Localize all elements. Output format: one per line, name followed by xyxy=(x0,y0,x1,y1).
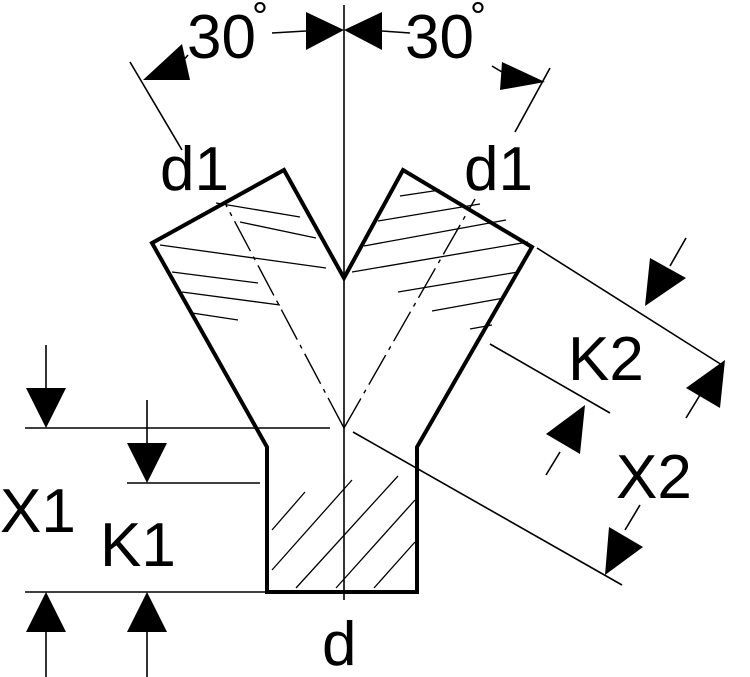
angle-arrows xyxy=(143,12,545,90)
k2-label: K2 xyxy=(568,325,644,394)
branch-left-label: d1 xyxy=(160,135,229,204)
angle-left-label: 30 xyxy=(187,3,256,72)
angle-extension-left xyxy=(129,61,183,151)
fitting-outline xyxy=(149,167,535,594)
k1-label: K1 xyxy=(100,511,176,580)
x1-k1-dimensions xyxy=(25,345,330,677)
center-line-right-branch xyxy=(343,198,476,429)
center-line-left-branch xyxy=(225,204,345,429)
angle-right-degree: ° xyxy=(470,0,486,39)
main-diameter-label: d xyxy=(322,610,356,677)
angle-extension-right xyxy=(514,67,551,133)
x1-label: X1 xyxy=(0,477,76,546)
branch-right-label: d1 xyxy=(464,135,533,204)
section-hatching xyxy=(159,189,529,589)
x2-label: X2 xyxy=(616,443,692,512)
k2-x2-dimensions xyxy=(352,237,725,586)
angle-right-label: 30 xyxy=(405,3,474,72)
angle-left-degree: ° xyxy=(252,0,268,39)
